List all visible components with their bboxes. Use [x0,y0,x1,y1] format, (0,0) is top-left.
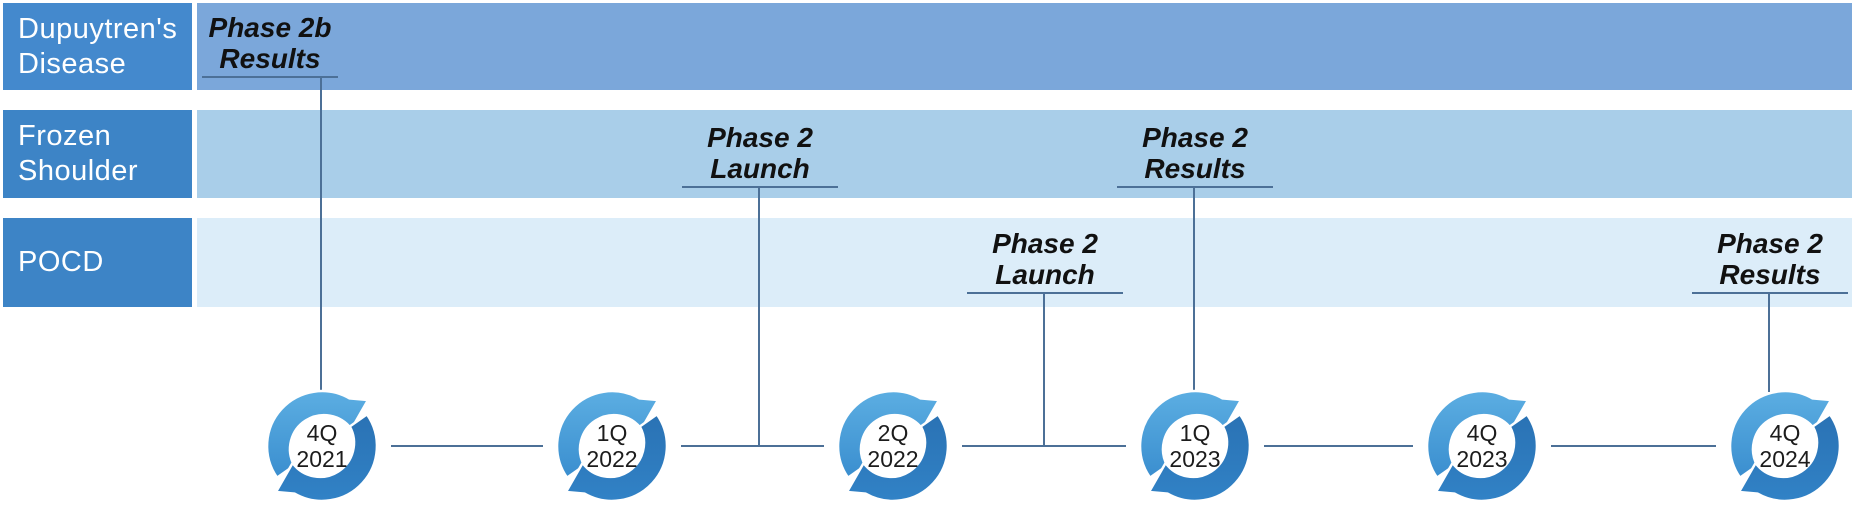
milestone-frozen-shoulder-phase2-launch: Phase 2 Launch [682,122,838,188]
year-text: 2021 [296,446,348,472]
timeline-segment-1 [391,445,543,447]
band-dupuytrens [197,3,1852,90]
milestone-line1: Phase 2 [992,228,1098,259]
milestone-dupuytrens-phase2b-results: Phase 2b Results [202,12,338,78]
year-text: 2023 [1456,446,1508,472]
milestone-pocd-phase2-results: Phase 2 Results [1692,228,1848,294]
timeline-segment-3 [962,445,1126,447]
milestone-line2: Launch [995,259,1095,290]
timeline-node-2q-2022: 2Q 2022 [827,380,959,512]
timeline-node-label: 4Q 2024 [1719,380,1851,512]
milestone-line2: Results [1144,153,1246,184]
timeline-node-4q-2023: 4Q 2023 [1416,380,1548,512]
milestone-line1: Phase 2 [1142,122,1248,153]
connector-line-phase2b-results [320,78,322,392]
timeline-node-4q-2021: 4Q 2021 [256,380,388,512]
timeline-segment-5 [1551,445,1716,447]
row-label-text: Frozen Shoulder [18,120,139,187]
quarter-text: 4Q [306,420,338,446]
timeline-node-label: 2Q 2022 [827,380,959,512]
band-frozen-shoulder [197,110,1852,198]
quarter-text: 4Q [1466,420,1498,446]
year-text: 2024 [1759,446,1811,472]
row-label-pocd: POCD [3,218,192,307]
milestone-line1: Phase 2 [1717,228,1823,259]
timeline-node-1q-2023: 1Q 2023 [1129,380,1261,512]
timeline-segment-2 [681,445,824,447]
row-label-text: Dupuytren's Disease [18,12,178,80]
connector-line-fs-results [1193,188,1195,392]
milestone-line2: Results [1719,259,1821,290]
quarter-text: 1Q [1179,420,1211,446]
connector-line-pocd-results [1768,294,1770,392]
milestone-line2: Results [219,43,321,74]
timeline-node-4q-2024: 4Q 2024 [1719,380,1851,512]
row-label-dupuytrens: Dupuytren's Disease [3,3,192,90]
timeline-node-label: 4Q 2023 [1416,380,1548,512]
year-text: 2023 [1169,446,1221,472]
timeline-node-label: 1Q 2022 [546,380,678,512]
milestone-line2: Launch [710,153,810,184]
milestone-line1: Phase 2b [208,12,332,43]
timeline-node-1q-2022: 1Q 2022 [546,380,678,512]
timeline-node-label: 4Q 2021 [256,380,388,512]
milestone-line1: Phase 2 [707,122,813,153]
timeline-node-label: 1Q 2023 [1129,380,1261,512]
connector-line-pocd-launch [1043,294,1045,446]
quarter-text: 2Q [877,420,909,446]
year-text: 2022 [867,446,919,472]
quarter-text: 4Q [1769,420,1801,446]
connector-line-fs-launch [758,188,760,446]
milestone-frozen-shoulder-phase2-results: Phase 2 Results [1117,122,1273,188]
row-label-frozen-shoulder: Frozen Shoulder [3,110,192,198]
milestone-pocd-phase2-launch: Phase 2 Launch [967,228,1123,294]
year-text: 2022 [586,446,638,472]
row-label-text: POCD [18,246,104,278]
quarter-text: 1Q [596,420,628,446]
timeline-segment-4 [1264,445,1413,447]
